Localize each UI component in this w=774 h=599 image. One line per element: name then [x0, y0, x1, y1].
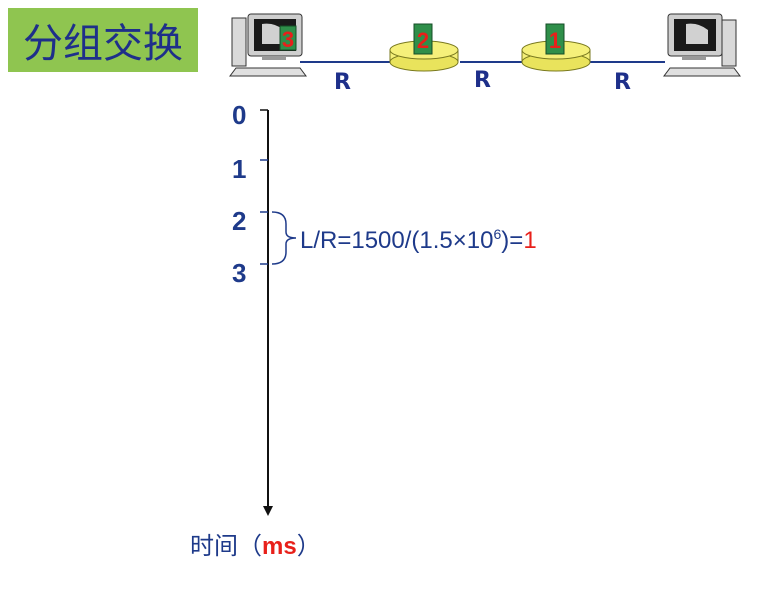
link-rate-label-1: R — [334, 70, 351, 95]
time-axis-label: 时间（ms） — [190, 526, 321, 561]
axis-label-text: 时间（ — [190, 532, 262, 560]
right-computer-icon — [663, 13, 741, 77]
time-axis — [260, 109, 273, 516]
packet-2: 2 — [413, 23, 433, 55]
axis-unit: ms — [262, 533, 297, 560]
svg-text:1: 1 — [549, 28, 561, 53]
packet-1: 1 — [545, 23, 565, 55]
formula-times: × — [452, 227, 467, 254]
axis-label-close: ） — [296, 532, 321, 560]
tick-label-2: 2 — [232, 206, 247, 236]
router-1-icon — [389, 40, 459, 72]
formula-prefix: L/R=1500/(1.5 — [300, 227, 453, 254]
formula-result: 1 — [523, 227, 537, 254]
formula-exponent: 6 — [493, 226, 502, 242]
link-rate-label-2: R — [474, 68, 491, 93]
interval-brace — [271, 211, 297, 265]
formula-base: 10 — [466, 227, 494, 254]
tick-label-3: 3 — [232, 258, 247, 288]
tick-label-0: 0 — [232, 100, 247, 130]
tick-label-1: 1 — [232, 154, 247, 184]
packet-3: 3 — [279, 25, 297, 52]
svg-text:3: 3 — [282, 27, 294, 52]
formula-suffix: )= — [501, 227, 524, 254]
link-rate-label-3: R — [614, 70, 631, 95]
svg-text:2: 2 — [417, 28, 429, 53]
transmission-delay-formula: L/R=1500/(1.5×106)=1 — [300, 226, 537, 255]
router-2-icon — [521, 40, 591, 72]
slide-title: 分组交换 — [8, 8, 198, 72]
